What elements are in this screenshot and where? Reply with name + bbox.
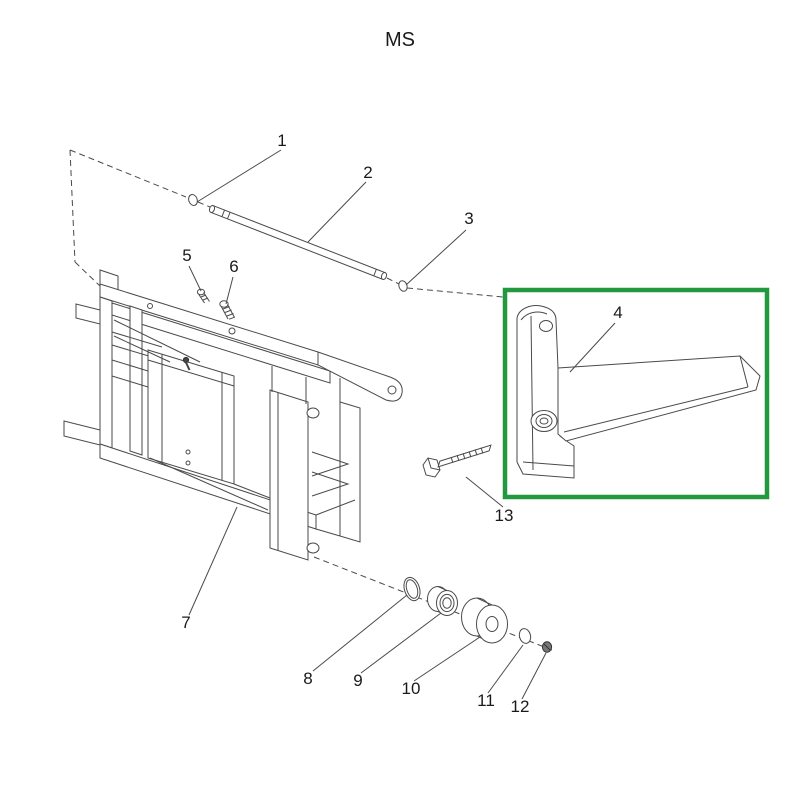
part-screw-5 [196, 288, 210, 304]
part-label-1: 1 [277, 131, 286, 150]
part-screw-6 [219, 300, 235, 320]
part-roller-10 [461, 597, 508, 644]
leader-lines [188, 149, 616, 700]
part-ring-3 [398, 280, 408, 292]
part-label-13: 13 [495, 506, 514, 525]
part-washer-9 [427, 586, 458, 616]
part-label-4: 4 [613, 303, 622, 322]
part-label-9: 9 [353, 671, 362, 690]
part-rod-2 [208, 205, 388, 280]
diagram-title: MS [385, 29, 415, 51]
part-label-6: 6 [229, 257, 238, 276]
part-label-3: 3 [464, 209, 473, 228]
part-bolt-13 [422, 444, 492, 478]
part-label-5: 5 [182, 246, 191, 265]
part-labels: 1 2 3 4 5 6 7 8 9 10 11 12 13 [181, 131, 622, 716]
dashed-guide-lines [69, 149, 553, 651]
part-ring-1 [188, 194, 198, 206]
part-label-11: 11 [477, 691, 495, 710]
part-label-12: 12 [511, 697, 530, 716]
part-frame-7 [63, 269, 403, 561]
part-fork-4 [516, 305, 761, 479]
part-label-8: 8 [303, 669, 312, 688]
part-nut-12 [541, 641, 553, 653]
part-label-2: 2 [363, 163, 372, 182]
part-label-10: 10 [402, 679, 421, 698]
part-label-7: 7 [181, 613, 190, 632]
part-circlip-8 [403, 576, 421, 602]
part-ring-11 [518, 628, 532, 644]
highlight-box-part-4 [502, 287, 770, 500]
